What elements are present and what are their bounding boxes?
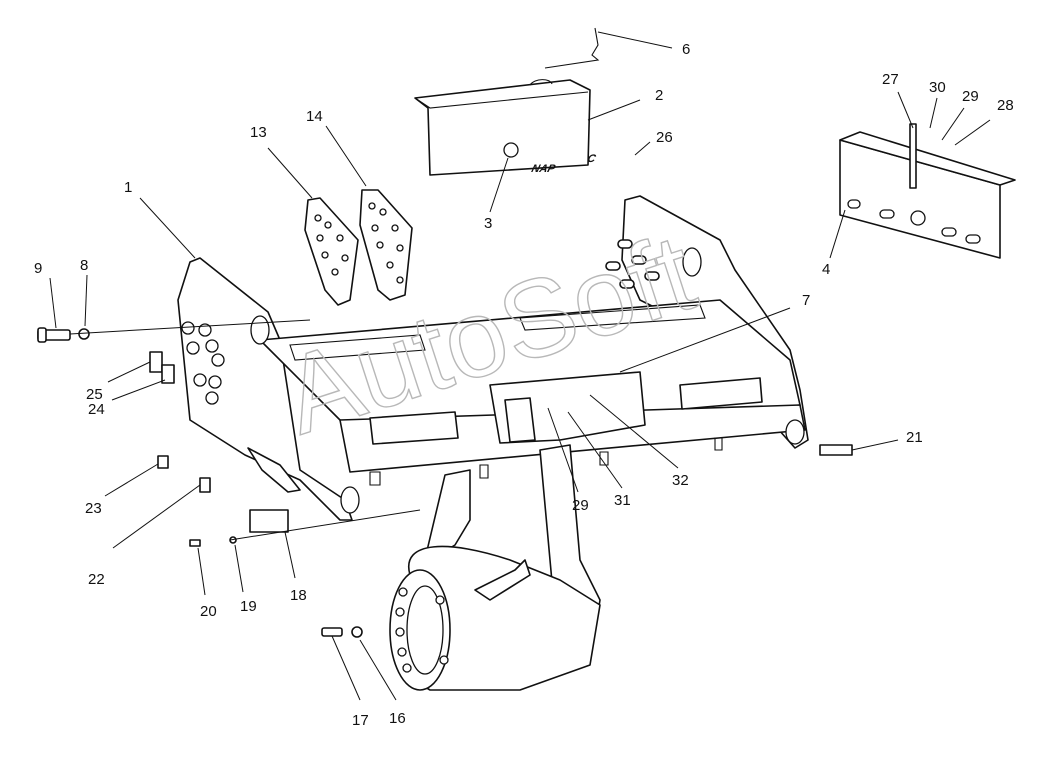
callout-9: 9: [34, 260, 42, 277]
decal-26: NAP C: [530, 153, 598, 175]
callout-14: 14: [306, 108, 323, 125]
callout-31: 31: [614, 492, 631, 509]
side-box: [839, 123, 1016, 259]
callout-25: 25: [86, 386, 103, 403]
callout-7: 7: [802, 292, 810, 309]
callout-23: 23: [85, 500, 102, 517]
callout-2: 2: [655, 87, 663, 104]
tag-23: [157, 455, 169, 469]
callout-16: 16: [389, 710, 406, 727]
screw-20: [189, 539, 201, 547]
connector-25-24: [149, 351, 175, 384]
svg-text:C: C: [586, 153, 598, 165]
label-21: [819, 444, 853, 456]
callout-26: 26: [656, 129, 673, 146]
callout-8: 8: [80, 257, 88, 274]
callout-1: 1: [124, 179, 132, 196]
plate-18: [249, 509, 289, 533]
callout-labels: 1 2 3 4 6 7 8 9 13 14 16 17 18 19 20 21 …: [34, 41, 1014, 729]
callout-22: 22: [88, 571, 105, 588]
plate-14: [359, 189, 413, 301]
callout-4: 4: [822, 261, 830, 278]
callout-28: 28: [997, 97, 1014, 114]
plate-13: [304, 197, 359, 306]
bolt-9: [37, 327, 71, 343]
main-frame: [177, 195, 809, 521]
callout-3: 3: [484, 215, 492, 232]
callout-13: 13: [250, 124, 267, 141]
washer-8: [78, 328, 90, 340]
callout-20: 20: [200, 603, 217, 620]
callout-27: 27: [882, 71, 899, 88]
callout-32: 32: [672, 472, 689, 489]
rotator-hub: [389, 444, 601, 691]
leader-lines: [49, 31, 991, 701]
callout-6: 6: [682, 41, 690, 58]
callout-21: 21: [906, 429, 923, 446]
callout-30: 30: [929, 79, 946, 96]
svg-text:NAP: NAP: [530, 163, 557, 175]
tag-22: [199, 477, 211, 493]
callout-19: 19: [240, 598, 257, 615]
screw-6: [544, 27, 600, 69]
bolt-17: [321, 627, 343, 637]
washer-16: [351, 626, 363, 638]
callout-18: 18: [290, 587, 307, 604]
callout-29b: 29: [572, 497, 589, 514]
top-cover: [414, 79, 591, 176]
callout-17: 17: [352, 712, 369, 729]
callout-29a: 29: [962, 88, 979, 105]
callout-24: 24: [88, 401, 105, 418]
